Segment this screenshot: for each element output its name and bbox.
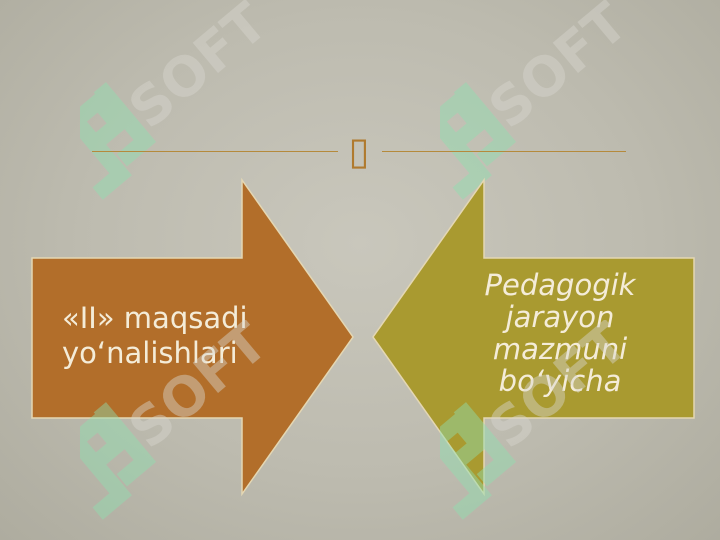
watermark-top-left: SOFT (80, 0, 279, 200)
watermark-top-right: SOFT (440, 0, 639, 200)
right-arrow-label: Pedagogik jarayon mazmuni bo‘yicha (484, 268, 636, 398)
left-arrow-polygon (31, 177, 354, 497)
watermark-bottom-left: SOFT (80, 320, 279, 520)
watermark-text: SOFT (477, 320, 639, 461)
right-arrow-polygon (372, 177, 695, 497)
divider-line-right (382, 151, 626, 152)
watermark-text: SOFT (117, 320, 279, 461)
watermark-bottom-right: SOFT (440, 320, 639, 520)
divider-ornament-icon: ▯ (348, 129, 370, 173)
divider-line-left (92, 151, 338, 152)
left-arrow-label: «II» maqsadi yo‘nalishlari (62, 301, 248, 370)
